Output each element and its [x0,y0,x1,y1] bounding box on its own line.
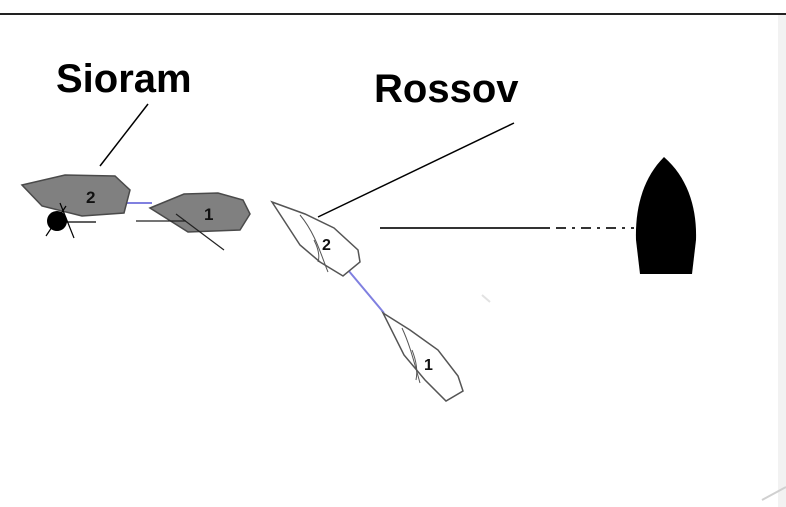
boat-number: 1 [424,357,433,374]
rossov-boat-2: 2 [270,200,361,277]
pin-mark [45,202,96,239]
sioram-boat-1: 1 [136,192,251,251]
rossov-link-line [347,269,385,314]
boat-number: 1 [204,205,213,224]
sioram-leader-line [99,103,149,167]
boat-number: 2 [322,237,331,254]
faint-mark [481,294,491,303]
committee-boat [635,157,697,274]
sioram-boat-2: 2 [20,174,131,217]
right-margin [778,15,786,507]
boat-number: 2 [86,188,95,207]
label-rossov: Rossov [374,67,519,111]
label-sioram: Sioram [56,57,192,101]
rossov-leader-line [317,122,515,218]
corner-mark [761,486,786,501]
rossov-boat-1: 1 [381,310,464,402]
